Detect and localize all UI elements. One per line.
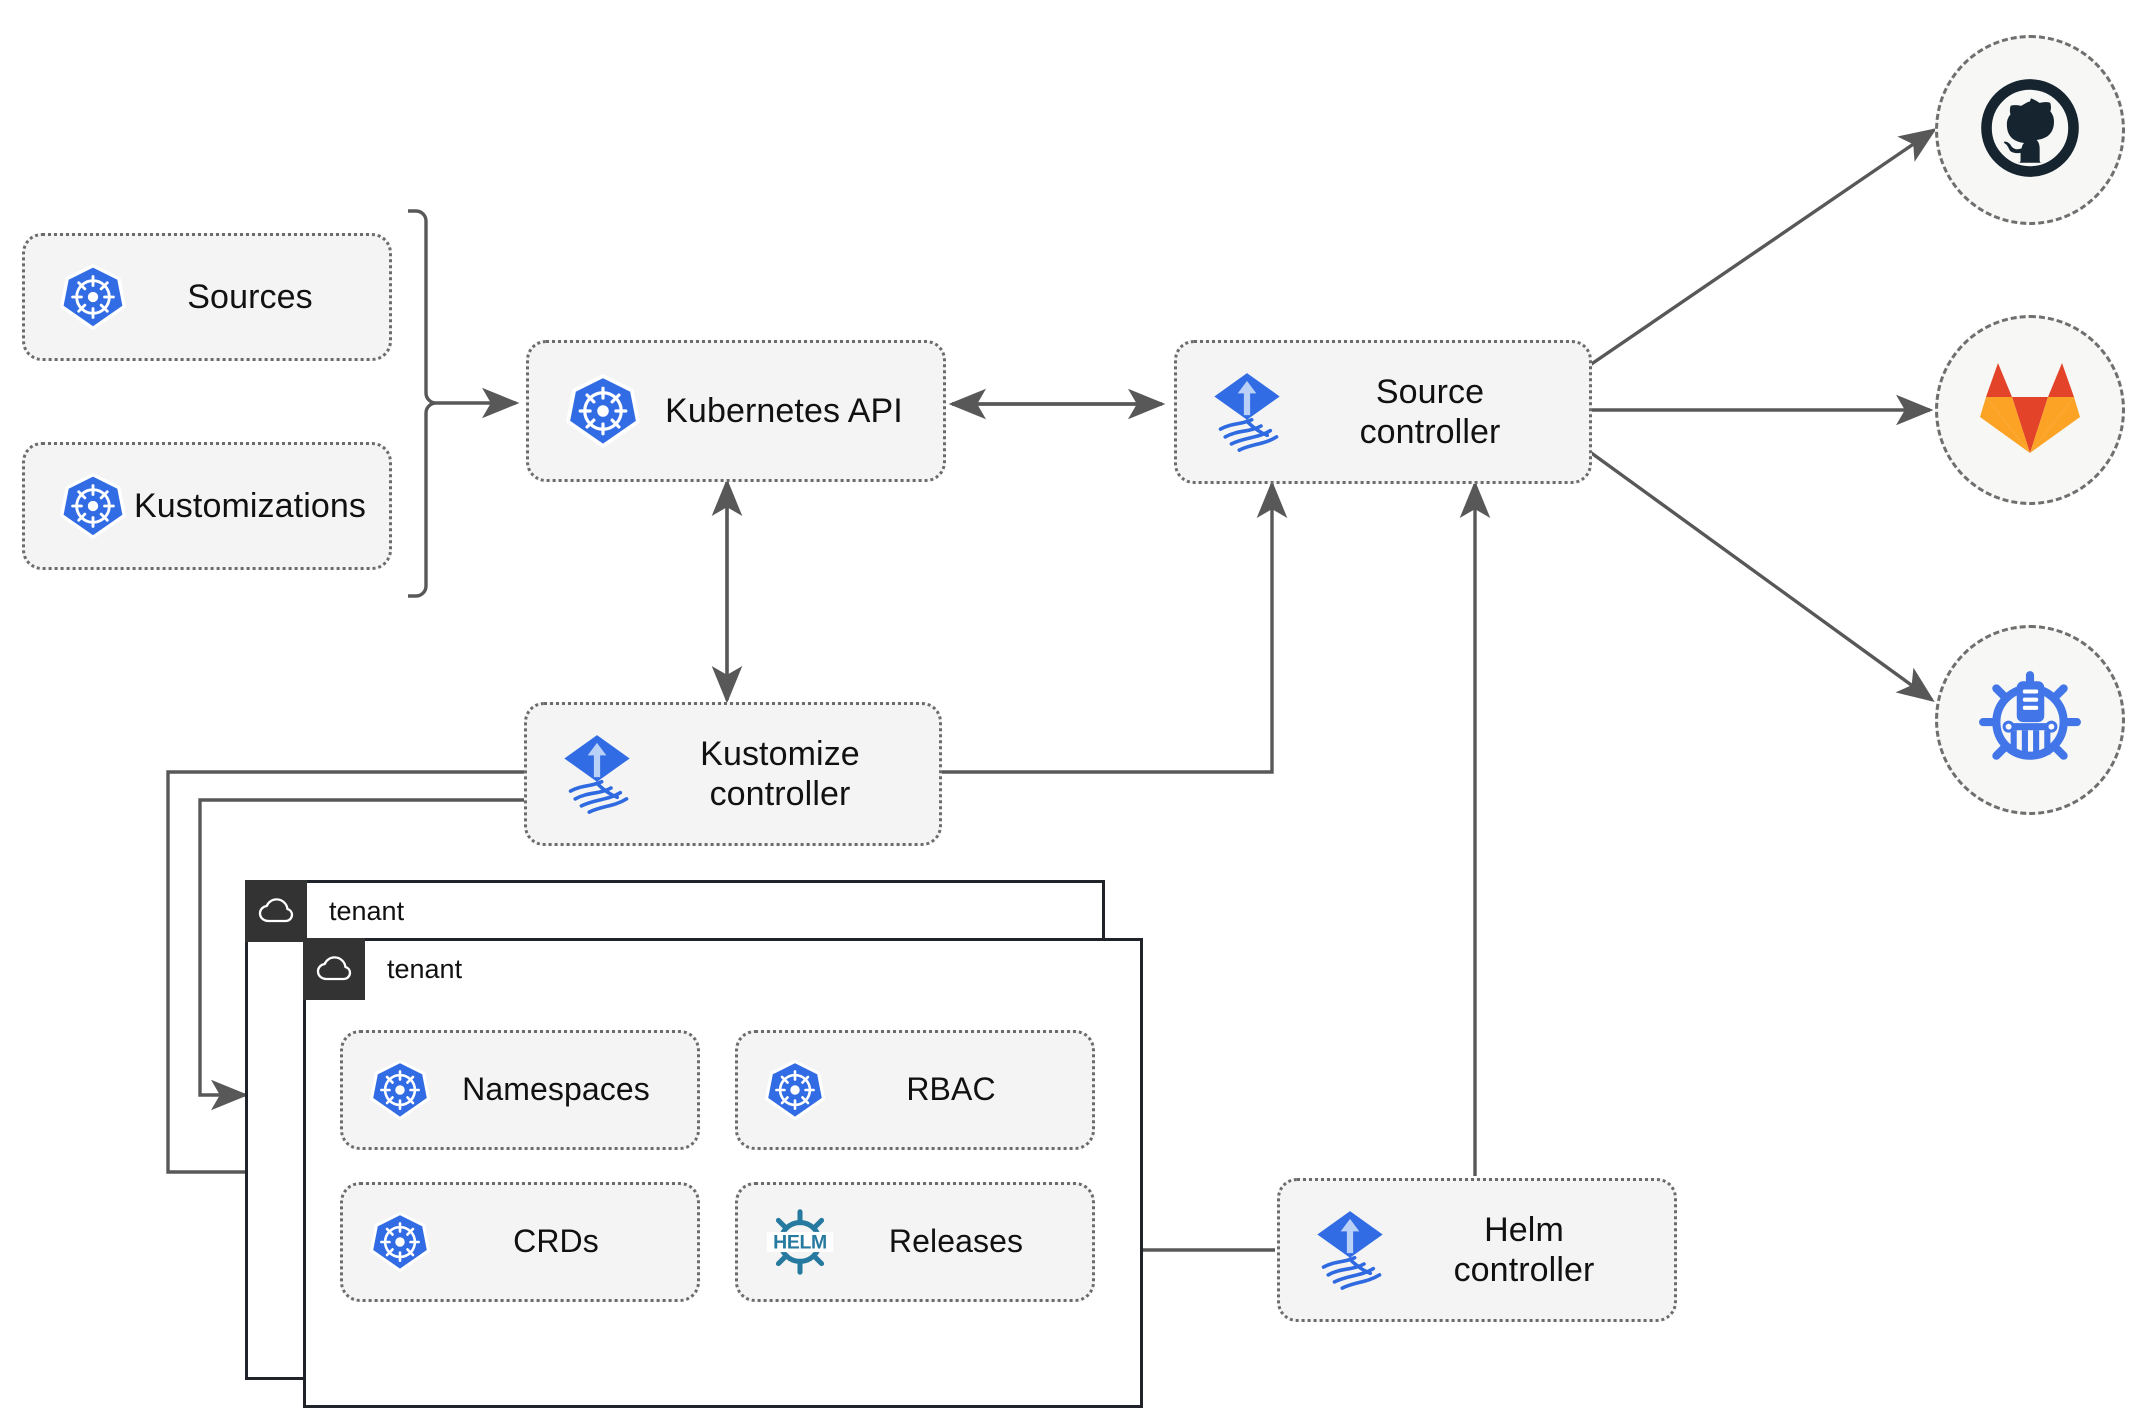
svg-text:HELM: HELM bbox=[773, 1231, 827, 1253]
node-namespaces[interactable]: Namespaces bbox=[340, 1030, 700, 1150]
node-label: Source controller bbox=[1359, 372, 1501, 451]
node-label: Kubernetes API bbox=[665, 391, 903, 430]
node-label: Kustomizations bbox=[134, 486, 366, 525]
node-label: Helm controller bbox=[1453, 1210, 1595, 1289]
kubernetes-icon bbox=[565, 373, 641, 449]
cloud-icon bbox=[303, 938, 365, 1000]
node-label: Kustomize controller bbox=[700, 734, 860, 813]
tenant-header-outer: tenant bbox=[245, 880, 404, 942]
node-kustomize-controller[interactable]: Kustomize controller bbox=[524, 702, 942, 846]
node-kustomizations[interactable]: Kustomizations bbox=[22, 442, 392, 570]
tenant-label-inner: tenant bbox=[387, 954, 463, 984]
node-crds[interactable]: CRDs bbox=[340, 1182, 700, 1302]
kubernetes-icon bbox=[369, 1211, 431, 1273]
tenant-label-outer: tenant bbox=[329, 896, 405, 926]
gitlab-icon bbox=[1978, 358, 2082, 463]
tenant-box-inner[interactable]: tenant bbox=[303, 938, 1143, 1408]
node-sources[interactable]: Sources bbox=[22, 233, 392, 361]
node-source-controller[interactable]: Source controller bbox=[1174, 340, 1592, 484]
provider-harbor[interactable] bbox=[1935, 625, 2125, 815]
wire-sourcectrl-to-harbor bbox=[1589, 450, 1935, 702]
node-kubernetes-api[interactable]: Kubernetes API bbox=[526, 340, 946, 482]
kubernetes-icon bbox=[59, 263, 127, 331]
node-label: Sources bbox=[187, 277, 313, 316]
kubernetes-icon bbox=[59, 472, 127, 540]
flux-icon bbox=[1207, 370, 1287, 454]
node-label: CRDs bbox=[513, 1223, 599, 1260]
provider-github[interactable] bbox=[1935, 35, 2125, 225]
cloud-icon bbox=[245, 880, 307, 942]
node-label: Releases bbox=[888, 1223, 1024, 1260]
flux-icon bbox=[1310, 1208, 1390, 1292]
provider-gitlab[interactable] bbox=[1935, 315, 2125, 505]
harbor-icon bbox=[1977, 665, 2083, 776]
kubernetes-icon bbox=[369, 1059, 431, 1121]
node-label: RBAC bbox=[906, 1071, 996, 1108]
node-label: Namespaces bbox=[462, 1071, 650, 1108]
github-icon bbox=[1978, 76, 2082, 185]
sources-group-bracket bbox=[408, 209, 437, 598]
helm-icon: HELM bbox=[764, 1206, 836, 1278]
wire-kustomizectrl-to-sourcectrl bbox=[938, 480, 1288, 774]
kubernetes-icon bbox=[764, 1059, 826, 1121]
node-helm-controller[interactable]: Helm controller bbox=[1277, 1178, 1677, 1322]
node-rbac[interactable]: RBAC bbox=[735, 1030, 1095, 1150]
wire-sourcectrl-to-github bbox=[1589, 128, 1937, 367]
node-releases[interactable]: HELM Releases bbox=[735, 1182, 1095, 1302]
tenant-header-inner: tenant bbox=[303, 938, 462, 1000]
flux-icon bbox=[557, 732, 637, 816]
